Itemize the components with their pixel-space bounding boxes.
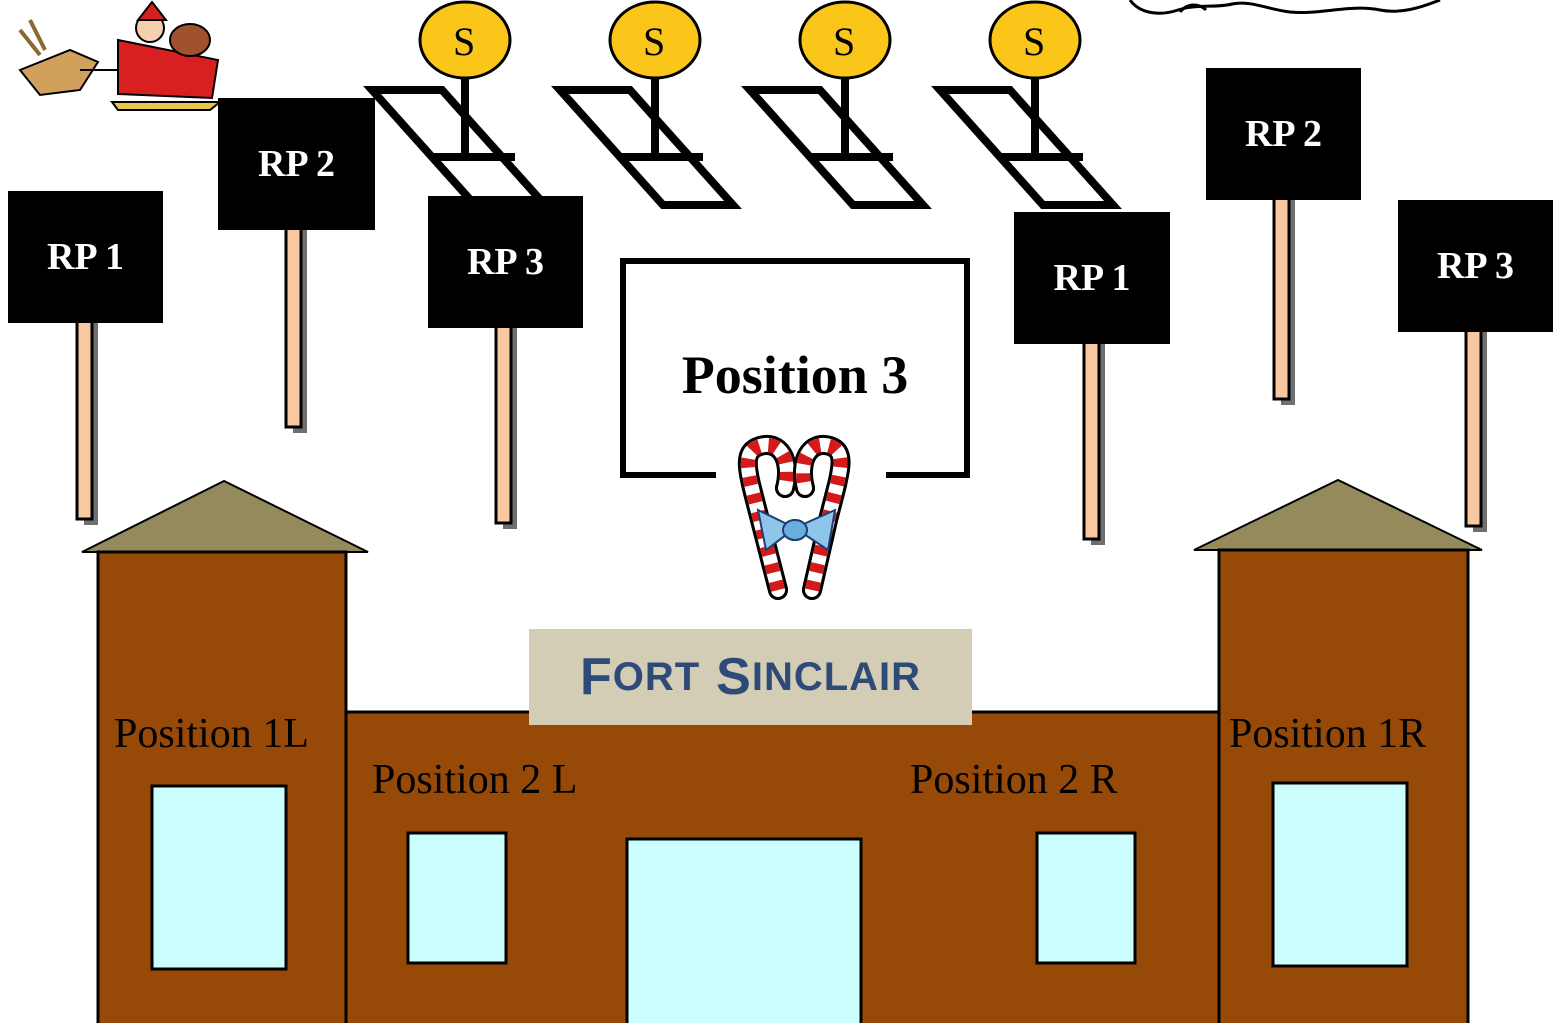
sign-rp2-right: RP 2 bbox=[1206, 68, 1361, 200]
position-3-label: Position 3 bbox=[681, 345, 909, 405]
speaker-heads bbox=[418, 0, 1082, 80]
speaker-label-4: S bbox=[1023, 19, 1046, 64]
window-tower-right bbox=[1271, 781, 1409, 968]
fort-sign-inclair: INCLAIR bbox=[751, 654, 922, 699]
sign-rp1-left: RP 1 bbox=[8, 191, 163, 323]
fort-sign-s: S bbox=[716, 648, 752, 706]
window-2l bbox=[406, 831, 508, 965]
position-1l-label: Position 1L bbox=[114, 711, 309, 757]
position-2r-label: Position 2 R bbox=[910, 757, 1118, 803]
sign-rp3-right-label: RP 3 bbox=[1436, 245, 1515, 287]
window-2r bbox=[1035, 831, 1137, 965]
main-door bbox=[625, 837, 863, 1023]
speaker-label-2: S bbox=[643, 19, 666, 64]
sign-rp3-left-label: RP 3 bbox=[466, 241, 545, 283]
sign-rp2-left: RP 2 bbox=[218, 98, 375, 230]
sign-rp1-right-label: RP 1 bbox=[1053, 257, 1131, 299]
sign-rp1-right: RP 1 bbox=[1014, 212, 1170, 344]
fort-sign-f: F bbox=[579, 648, 613, 706]
speaker-head-1 bbox=[418, 0, 512, 80]
speaker-label-1: S bbox=[453, 19, 476, 64]
sign-rp1-left-label: RP 1 bbox=[46, 236, 125, 278]
speaker-label-3: S bbox=[833, 19, 856, 64]
position-1r-label: Position 1R bbox=[1229, 711, 1427, 757]
fort-sign-ort: ORT bbox=[612, 654, 701, 699]
window-tower-left bbox=[150, 784, 288, 971]
sign-rp3-right: RP 3 bbox=[1398, 200, 1553, 332]
speaker-head-3 bbox=[798, 0, 892, 80]
decorative-script-icon bbox=[1128, 0, 1441, 15]
sign-rp2-left-label: RP 2 bbox=[257, 143, 336, 185]
position-2l-label: Position 2 L bbox=[372, 757, 578, 803]
windows bbox=[150, 781, 1409, 1023]
candy-canes-icon bbox=[737, 435, 851, 600]
speaker-head-4 bbox=[988, 0, 1082, 80]
sign-rp2-right-label: RP 2 bbox=[1244, 113, 1323, 155]
sign-rp3-left: RP 3 bbox=[428, 196, 583, 328]
speaker-head-2 bbox=[608, 0, 702, 80]
santa-sleigh-icon bbox=[18, 0, 223, 111]
